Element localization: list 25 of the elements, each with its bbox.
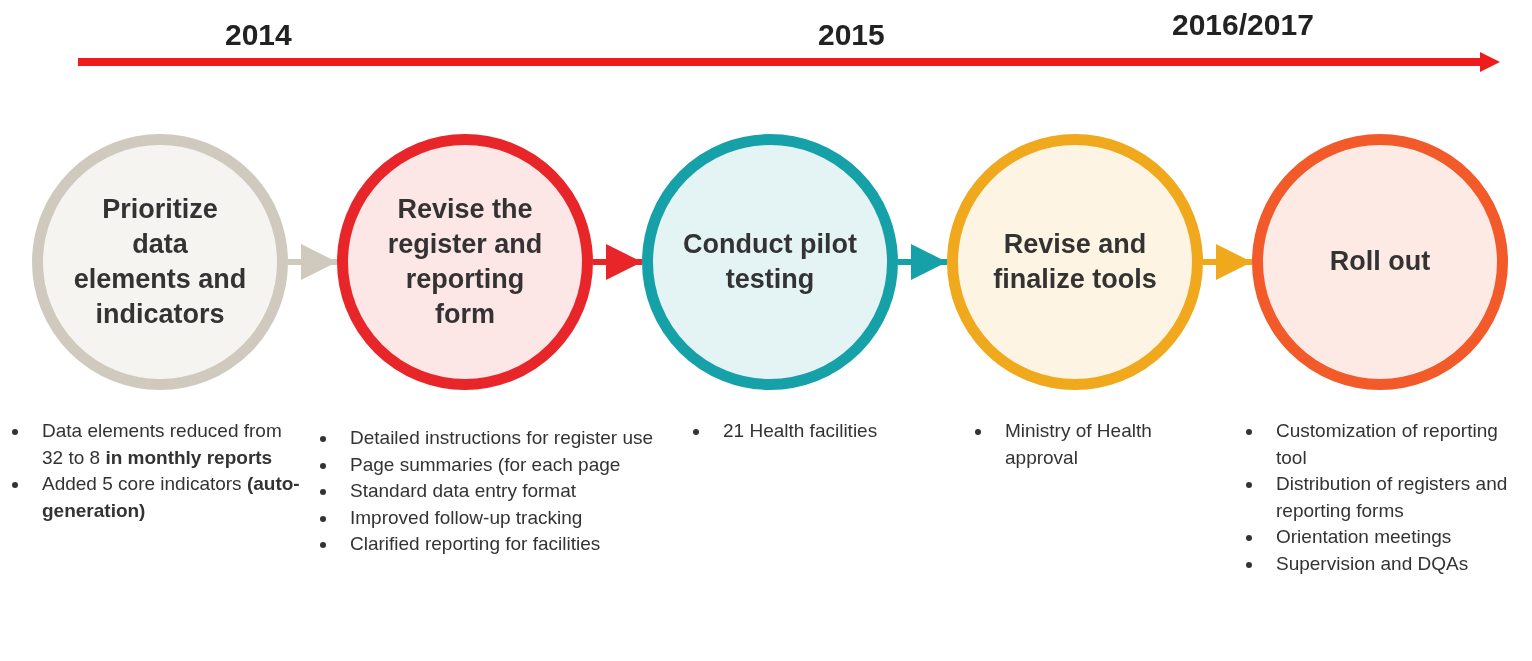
bullet-text: Page summaries (for each page bbox=[350, 452, 622, 477]
bullet-text: Supervision and DQAs bbox=[1276, 551, 1470, 576]
bullet-text: Ministry of Health approval bbox=[1005, 419, 1153, 470]
bullet-text: Standard data entry format bbox=[350, 479, 577, 504]
bullet-text: Detailed instructions for register use bbox=[350, 426, 655, 450]
year-label: 2016/2017 bbox=[1172, 8, 1314, 42]
bullet-text: Added 5 core indicators (auto-generation) bbox=[42, 472, 301, 523]
arrow bbox=[288, 244, 337, 280]
year-label: 2015 bbox=[818, 18, 885, 52]
bullet-text: Customization of reporting tool bbox=[1276, 419, 1499, 470]
step-title: Conduct pilot testing bbox=[682, 227, 858, 296]
bullet-text: Distribution of registers and reporting forms bbox=[1276, 472, 1509, 523]
bullet-text: Data elements reduced from 32 to 8 in monthly reports bbox=[42, 419, 283, 470]
step-title: Revise the register and reporting form bbox=[386, 192, 544, 332]
arrow bbox=[898, 244, 947, 280]
step-title: Roll out bbox=[1328, 245, 1432, 279]
arrow bbox=[1203, 244, 1252, 280]
year-label: 2014 bbox=[225, 18, 292, 52]
bullet-text: 21 Health facilities bbox=[723, 419, 879, 443]
bullet-text: Clarified reporting for facilities bbox=[350, 532, 602, 557]
bullet-text: Orientation meetings bbox=[1276, 525, 1453, 550]
arrow bbox=[593, 244, 642, 280]
bullet-text: Improved follow-up tracking bbox=[350, 505, 584, 530]
step-title: Prioritize data elements and indicators bbox=[72, 192, 248, 332]
step-title: Revise and finalize tools bbox=[992, 227, 1158, 296]
